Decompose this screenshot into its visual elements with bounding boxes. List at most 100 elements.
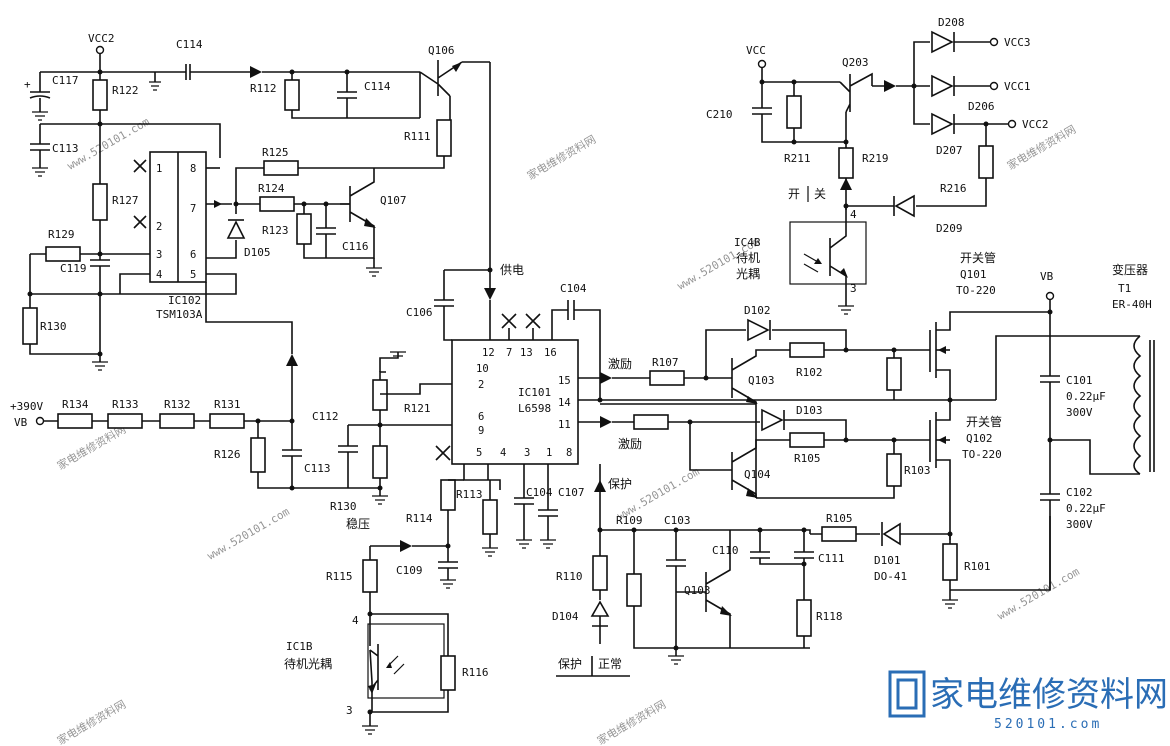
d103-label: D103 xyxy=(796,404,823,417)
diode-d209 xyxy=(894,194,915,218)
ic4b-optocoupler xyxy=(789,221,867,285)
r129-label: R129 xyxy=(48,228,75,241)
r216-label: R216 xyxy=(940,182,967,195)
ic4b-pin-top: 4 xyxy=(850,208,857,221)
ic101-pin: 5 xyxy=(476,447,482,459)
ic101-pin: 6 xyxy=(478,411,484,423)
vb-right-label: VB xyxy=(1040,270,1054,283)
ic102-pin: 1 xyxy=(156,163,162,175)
d101-part: DO-41 xyxy=(874,570,907,583)
r101-label: R101 xyxy=(964,560,991,573)
protect-bottom-label: 保护 xyxy=(558,657,582,671)
c104a-label: C104 xyxy=(560,282,587,295)
q103b-label: Q103 xyxy=(684,584,711,597)
ic102-section: VCC2 + C117 C114 R112 C114 Q106 xyxy=(22,32,491,371)
r211-label: R211 xyxy=(784,152,811,165)
r123-label: R123 xyxy=(262,224,289,237)
r118-label: R118 xyxy=(816,610,843,623)
vcc2-right-label: VCC2 xyxy=(1022,118,1049,131)
r132-label: R132 xyxy=(164,398,191,411)
resistor-r102 xyxy=(789,342,825,358)
ic1b-optocoupler xyxy=(367,623,445,699)
r111-label: R111 xyxy=(404,130,431,143)
c116-label: C116 xyxy=(342,240,369,253)
c117-label: C117 xyxy=(52,74,79,87)
c107-label: C107 xyxy=(558,486,585,499)
vcc1-terminal xyxy=(989,81,999,91)
d104-label: D104 xyxy=(552,610,579,623)
c101-label: C101 xyxy=(1066,374,1093,387)
resistor-r123 xyxy=(296,213,312,245)
r105b-label: R105 xyxy=(826,512,853,525)
d207-label: D207 xyxy=(936,144,963,157)
r113-label: R113 xyxy=(456,488,483,501)
regulate-label: 稳压 xyxy=(346,516,370,531)
ic102-pin: 4 xyxy=(156,269,162,281)
nc-mark xyxy=(525,313,541,329)
nc-mark xyxy=(133,215,147,229)
q107-label: Q107 xyxy=(380,194,407,207)
c104b-label: C104 xyxy=(526,486,553,499)
vcc2-terminal xyxy=(95,45,105,55)
r112-label: R112 xyxy=(250,82,277,95)
vcc-terminal xyxy=(757,59,767,69)
resistor-r126 xyxy=(250,437,266,473)
diode-d104 xyxy=(590,600,610,617)
c102-voltage: 300V xyxy=(1066,518,1093,531)
resistor-r131 xyxy=(209,413,245,429)
resistor-r115 xyxy=(362,559,378,593)
drive1-label: 激励 xyxy=(608,357,632,371)
logo-icon xyxy=(888,670,926,718)
diode-d207 xyxy=(931,112,954,136)
resistor-r110 xyxy=(592,555,608,591)
ic1b-desc: 待机光耦 xyxy=(284,657,332,671)
c210-label: C210 xyxy=(706,108,733,121)
resistor-r101 xyxy=(942,543,958,581)
r103-label: R103 xyxy=(904,464,931,477)
transformer-winding xyxy=(1133,335,1142,475)
ic102-pin: 7 xyxy=(190,203,196,215)
d208-label: D208 xyxy=(938,16,965,29)
c119-label: C119 xyxy=(60,262,87,275)
resistor-r111 xyxy=(436,119,452,157)
r133-label: R133 xyxy=(112,398,139,411)
vin-label: +390V xyxy=(10,400,43,413)
ic101-pin: 9 xyxy=(478,425,484,437)
watermark: 家电维修资料网 xyxy=(55,697,129,746)
watermark: 家电维修资料网 xyxy=(525,132,599,183)
ic101-pin: 15 xyxy=(558,375,571,387)
polarity-plus: + xyxy=(24,78,31,91)
ic101-pin: 7 xyxy=(506,347,512,359)
r125-label: R125 xyxy=(262,146,289,159)
ic101-pin: 16 xyxy=(544,347,557,359)
resistor-r127 xyxy=(92,183,108,221)
logo-url: 520101.com xyxy=(994,717,1102,732)
r219-label: R219 xyxy=(862,152,889,165)
diode-d208 xyxy=(931,30,954,54)
vcc2-label: VCC2 xyxy=(88,32,115,45)
t1-label: T1 xyxy=(1118,282,1131,295)
c112-label: C112 xyxy=(312,410,339,423)
ic102-pin: 3 xyxy=(156,249,162,261)
r115-label: R115 xyxy=(326,570,353,583)
q103a-label: Q103 xyxy=(748,374,775,387)
vcc-label: VCC xyxy=(746,44,766,57)
ic1b-name: IC1B xyxy=(286,640,313,653)
nc-mark xyxy=(435,445,451,461)
nc-mark xyxy=(501,313,517,329)
resistor-r112 xyxy=(284,79,300,111)
c109-label: C109 xyxy=(396,564,423,577)
q102-pkg: TO-220 xyxy=(962,448,1002,461)
q203-label: Q203 xyxy=(842,56,869,69)
resistor-r134 xyxy=(57,413,93,429)
ic4b-desc2: 光耦 xyxy=(736,267,760,281)
diode-d105 xyxy=(226,220,246,239)
ic102-pin: 6 xyxy=(190,249,196,261)
transformer-label: 变压器 xyxy=(1112,262,1148,277)
d102-label: D102 xyxy=(744,304,771,317)
resistor-r216 xyxy=(978,145,994,179)
resistor-r133 xyxy=(107,413,143,429)
d105-label: D105 xyxy=(244,246,271,259)
watermark: www.520101.com xyxy=(205,505,292,563)
